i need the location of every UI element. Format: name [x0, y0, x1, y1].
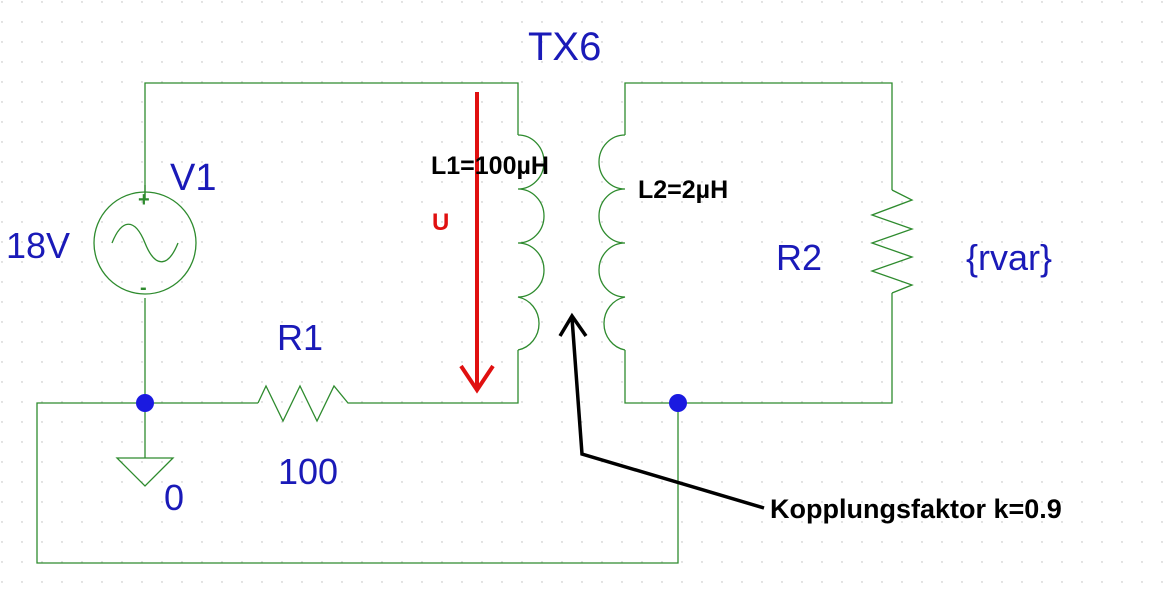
- source-plus-sign: +: [138, 189, 150, 211]
- wire-top-primary: [144, 82, 519, 200]
- secondary-winding-l2[interactable]: [598, 134, 626, 351]
- voltage-arrow-head: [459, 364, 495, 394]
- r2-name-label: R2: [776, 237, 822, 278]
- resistor-r2[interactable]: [870, 189, 914, 294]
- l2-label: L2=2µH: [638, 176, 728, 204]
- sine-wave-icon: [111, 223, 179, 263]
- source-minus-sign: -: [140, 277, 147, 299]
- coupling-factor-label: Kopplungsfaktor k=0.9: [770, 494, 1062, 524]
- source-value-label: 18V: [6, 225, 70, 266]
- junction-node-left: [136, 394, 154, 412]
- r1-name-label: R1: [277, 317, 323, 358]
- voltage-source-v1[interactable]: [93, 185, 197, 295]
- ground-icon: [115, 457, 175, 487]
- transformer-label: TX6: [528, 25, 601, 69]
- l1-label: L1=100µH: [431, 152, 549, 180]
- r1-value-label: 100: [278, 451, 338, 492]
- primary-winding-l1[interactable]: [517, 134, 545, 351]
- wire-primary-bottom: [355, 350, 519, 404]
- voltage-label: U: [432, 209, 449, 236]
- ground-label: 0: [164, 477, 184, 518]
- resistor-r1[interactable]: [257, 384, 355, 423]
- coupling-pointer-head: [558, 312, 588, 338]
- wire-outer-loop: [36, 402, 679, 564]
- wire-top-secondary: [624, 82, 893, 190]
- source-name-label: V1: [170, 157, 216, 199]
- r2-value-label: {rvar}: [966, 237, 1052, 278]
- coupling-pointer-line: [570, 317, 765, 510]
- junction-node-right: [669, 394, 687, 412]
- wire-secondary-bottom: [624, 293, 893, 404]
